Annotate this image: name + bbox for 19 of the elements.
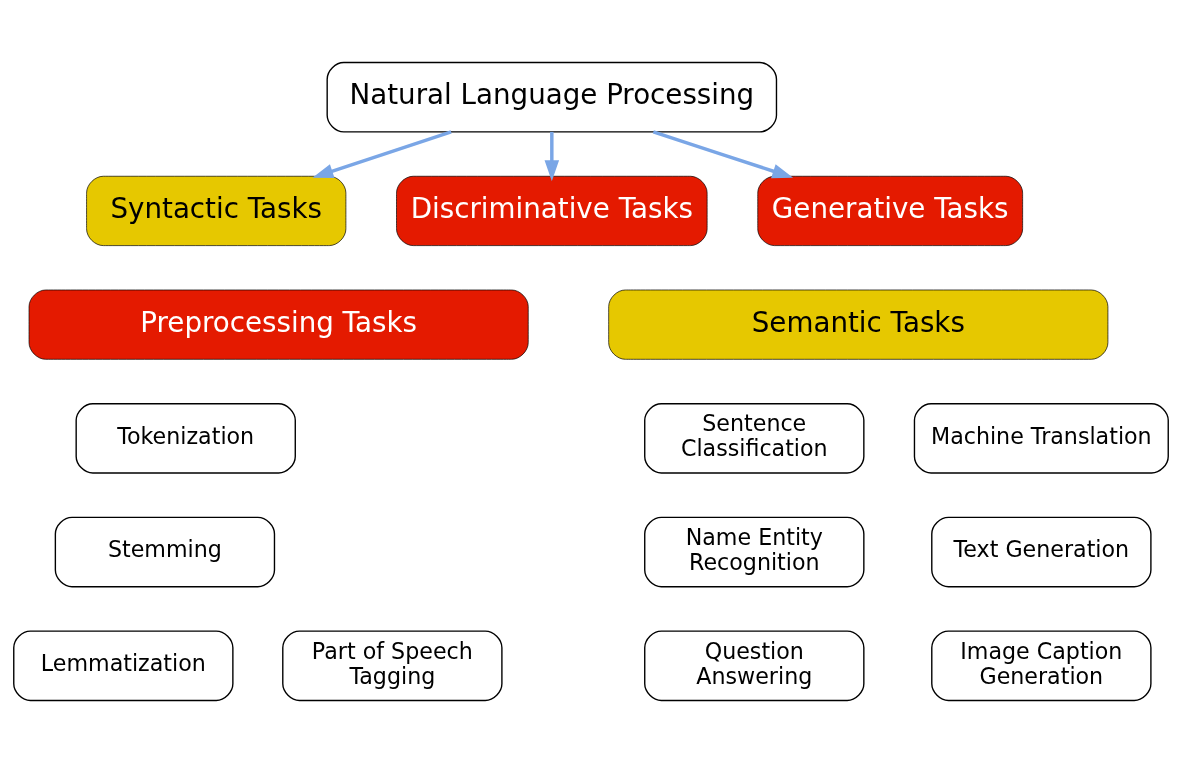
node-box: Part of Speech Tagging	[282, 630, 503, 702]
node-box: Lemmatization	[13, 630, 234, 702]
node-box: Generative Tasks	[757, 175, 1023, 246]
node-box: Name Entity Recognition	[644, 516, 865, 588]
arrow	[312, 130, 452, 179]
arrow	[544, 131, 560, 182]
node-box: Discriminative Tasks	[396, 175, 708, 246]
node-box: Text Generation	[931, 516, 1152, 588]
node-box: Image Caption Generation	[931, 630, 1152, 702]
node-box: Natural Language Processing	[326, 61, 778, 133]
node-box: Preprocessing Tasks	[28, 289, 529, 360]
node-box: Sentence Classification	[644, 403, 865, 474]
node-box: Machine Translation	[913, 403, 1169, 474]
node-box: Semantic Tasks	[608, 289, 1109, 360]
node-box: Question Answering	[644, 630, 865, 702]
node-box: Syntactic Tasks	[86, 175, 347, 246]
node-box: Tokenization	[75, 403, 296, 474]
node-box: Stemming	[54, 516, 276, 588]
arrow	[652, 130, 794, 179]
